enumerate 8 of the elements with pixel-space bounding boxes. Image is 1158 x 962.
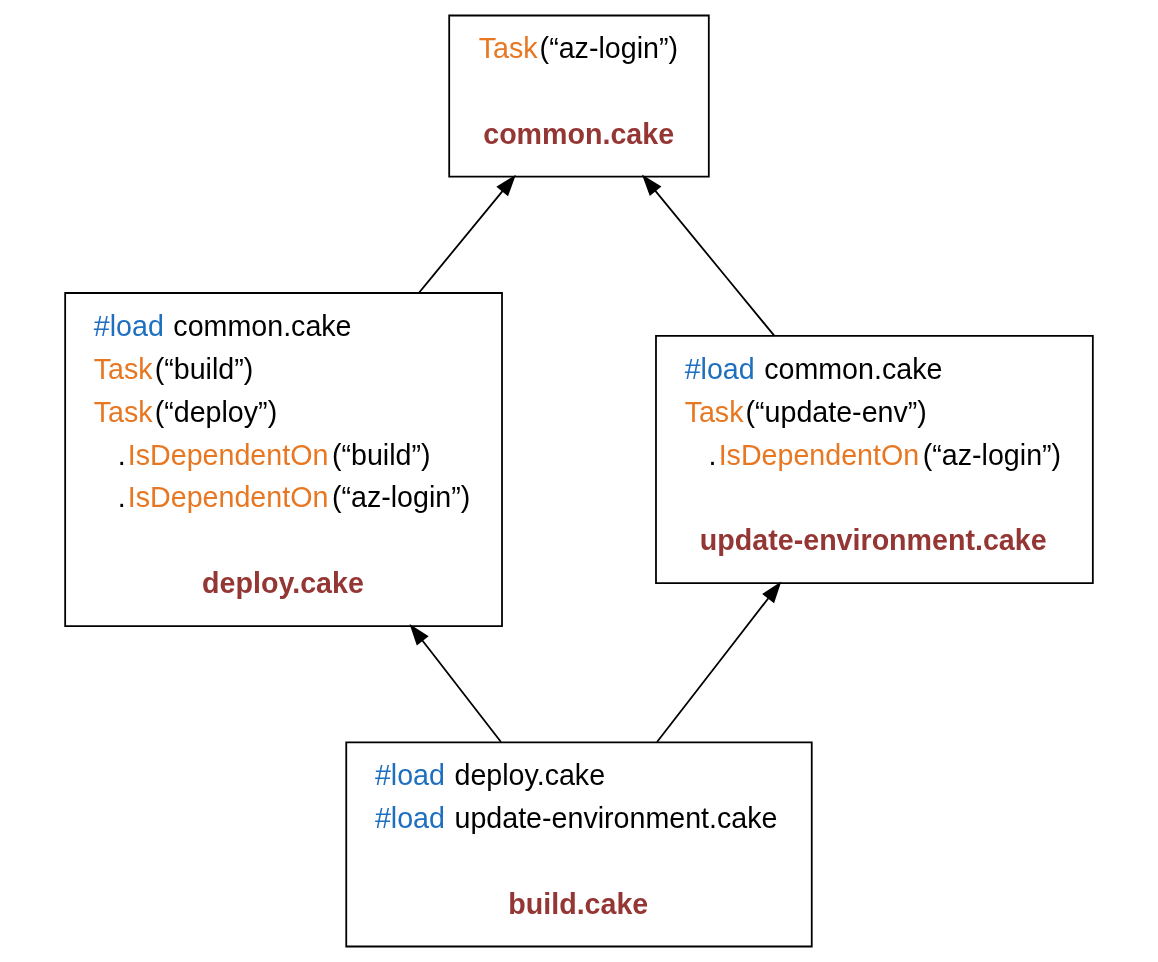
- arrow: [418, 174, 516, 294]
- arrow: [656, 581, 782, 743]
- node-box: #load common.cake Task(“build”) Task(“deploy”) .IsDependentOn(“build”) .IsDependentOn(“az-login”) deploy.cake: [64, 292, 503, 627]
- node-box: #load common.cake Task(“update-env”) .IsDependentOn(“az-login”) update-environment.cake: [655, 335, 1094, 584]
- arrow: [641, 174, 776, 337]
- arrow: [409, 623, 502, 743]
- node-box: #load deploy.cake #load update-environment.cake build.cake: [345, 741, 813, 948]
- node-box: Task(“az-login”) common.cake: [448, 14, 710, 178]
